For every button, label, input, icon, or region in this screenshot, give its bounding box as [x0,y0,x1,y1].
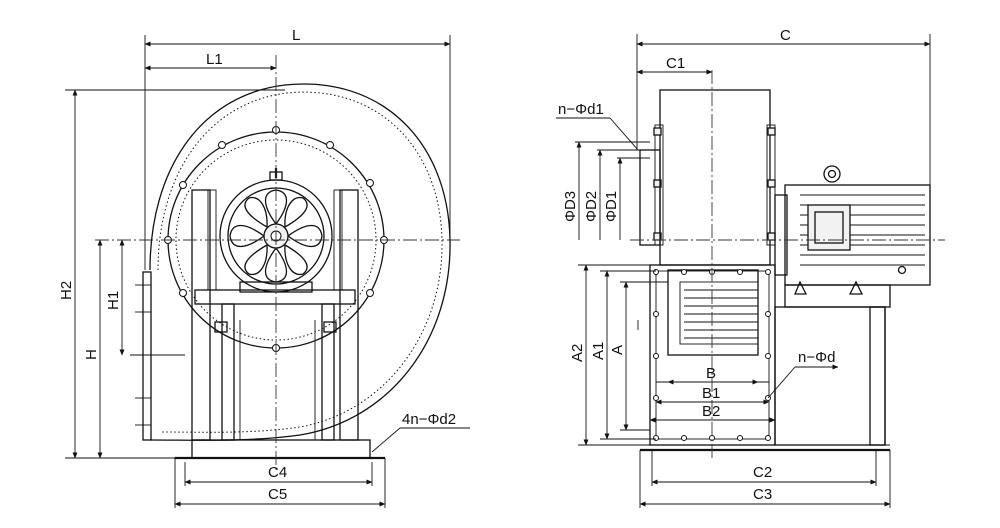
dim-C1: C1 [666,55,685,72]
dim-C4: C4 [268,464,287,481]
dim-C2: C2 [753,464,772,481]
dim-H2: H2 [58,281,75,300]
dim-H: H [83,349,100,360]
casing-side [659,89,771,266]
motor-end-view [219,168,333,293]
dim-D3: ΦD3 [562,191,579,222]
dim-A1: A1 [590,342,607,360]
dim-H1: H1 [105,291,122,310]
casing-bolts [653,127,776,241]
dim-B: B [706,365,716,382]
volute-casing [149,83,451,441]
motor-side [774,165,931,308]
dim-D1: ΦD1 [603,191,620,222]
dim-A: A [609,345,626,355]
dim-B2: B2 [702,403,720,420]
dim-A2: A2 [569,344,586,362]
label-base-holes: 4n−Φd2 [402,411,456,428]
dim-D2: ΦD2 [583,191,600,222]
label-flange-holes-top: n−Φd1 [558,101,604,118]
base-plate [191,439,371,459]
dim-L1: L1 [206,51,223,68]
dim-C3: C3 [753,486,772,503]
dim-C5: C5 [268,486,287,503]
label-outlet-holes: n−Φd [798,349,835,366]
front-view: L L1 H2 H H1 C4 C5 4n−Φd2 [58,27,470,508]
side-view: C C1 n−Φd1 ΦD3 ΦD2 ΦD1 A2 A1 A B B1 [556,27,945,508]
inlet-flange [639,149,661,246]
dim-B1: B1 [702,385,720,402]
dim-L: L [292,27,300,44]
dim-C: C [780,27,791,44]
outlet-flange [142,271,152,441]
base-frame-side [774,306,886,446]
